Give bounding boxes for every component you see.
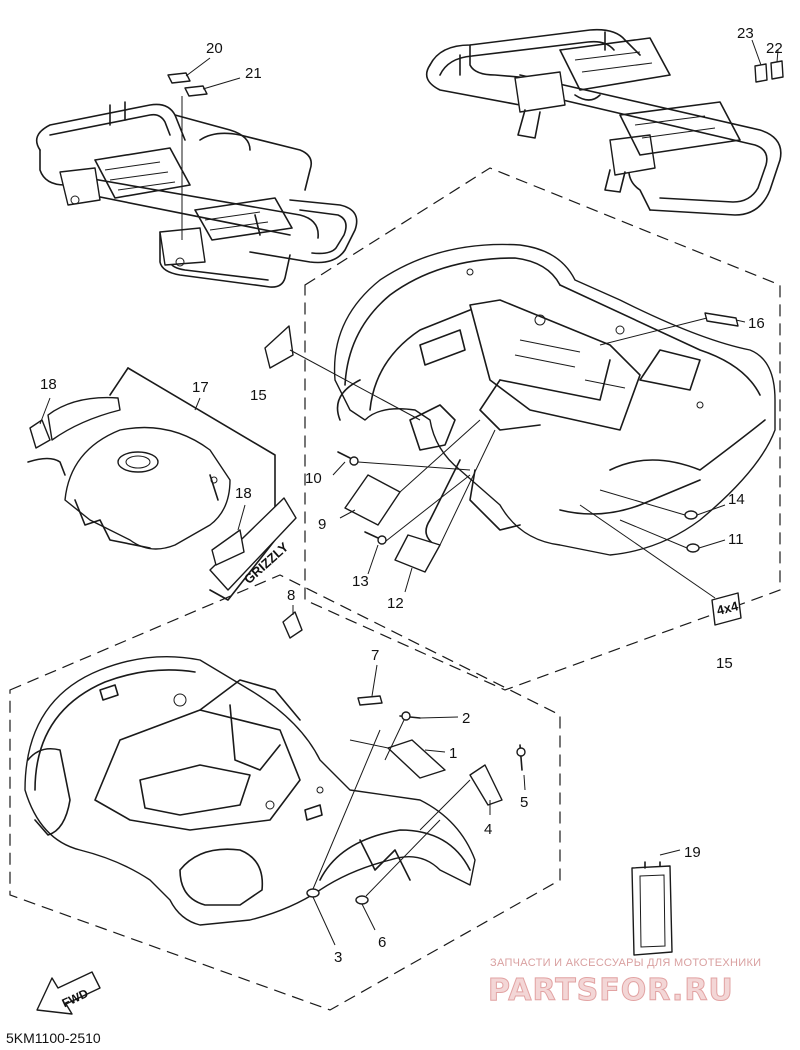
tag-19 (631, 861, 673, 956)
decal-20 (167, 72, 191, 84)
leader-18-right (237, 504, 246, 531)
leader-18-left (39, 397, 51, 425)
leader-11 (619, 519, 726, 549)
leader-12 (404, 429, 496, 593)
callout-16: 16 (748, 315, 765, 332)
callout-22: 22 (766, 40, 783, 57)
callout-13: 13 (352, 573, 369, 590)
callout-15-left: 15 (250, 387, 267, 404)
rivet-2 (399, 711, 421, 721)
rivet-5 (516, 744, 526, 771)
callout-17: 17 (192, 379, 209, 396)
decal-7 (357, 695, 383, 706)
callout-1: 1 (449, 745, 457, 762)
callout-18-right: 18 (235, 485, 252, 502)
rear-carrier (425, 28, 782, 216)
plate-9 (344, 474, 401, 526)
rear-fender (333, 243, 776, 556)
leader-1 (349, 739, 446, 753)
decal-4 (469, 764, 503, 806)
leader-16 (599, 317, 746, 346)
callout-8: 8 (287, 587, 295, 604)
front-fender-group-box (9, 574, 561, 1011)
leader-20 (185, 57, 211, 77)
fuel-tank-cover-outline (64, 426, 231, 550)
diagram-reference-code: 5KM1100-2510 (6, 1030, 101, 1046)
rear-fender-group-box (304, 167, 781, 691)
callout-9: 9 (318, 516, 326, 533)
leader-5 (523, 774, 526, 791)
decal-1 (387, 739, 446, 779)
decal-23 (754, 63, 768, 83)
front-carrier (35, 101, 358, 288)
bolt-13 (364, 531, 387, 545)
leader-23 (751, 39, 762, 66)
decal-8 (282, 611, 303, 639)
front-fender (24, 655, 476, 926)
leader-4 (419, 779, 491, 831)
decal-15-left (264, 325, 294, 369)
decal-18-left-strip (27, 396, 121, 476)
leader-15-left (289, 349, 421, 421)
leader-7 (371, 664, 378, 697)
callout-7: 7 (371, 647, 379, 664)
callout-15-right: 15 (716, 655, 733, 672)
grommet-14 (684, 510, 698, 520)
callout-21: 21 (245, 65, 262, 82)
decal-15-4x4: 4x4 (711, 592, 742, 626)
callout-12: 12 (387, 595, 404, 612)
fwd-arrow-icon: FWD (36, 971, 101, 1015)
decal-sheet-17 (64, 367, 276, 601)
callout-14: 14 (728, 491, 745, 508)
leader-9 (339, 419, 481, 519)
leader-10 (332, 461, 471, 476)
callout-3: 3 (334, 949, 342, 966)
watermark-caption: ЗАПЧАСТИ И АКСЕССУАРЫ ДЛЯ МОТОТЕХНИКИ (490, 957, 761, 969)
leader-19 (659, 849, 681, 856)
callout-18-left: 18 (40, 376, 57, 393)
decal-16 (704, 312, 739, 327)
leader-14 (599, 489, 726, 516)
callout-4: 4 (484, 821, 492, 838)
leader-15-right (579, 504, 716, 599)
callout-19: 19 (684, 844, 701, 861)
leader-13 (367, 474, 471, 575)
callout-20: 20 (206, 40, 223, 57)
callout-10: 10 (305, 470, 322, 487)
leader-21 (202, 77, 241, 90)
decal-22 (770, 60, 784, 80)
plate-12 (394, 534, 441, 573)
grommet-3 (306, 888, 320, 898)
leader-17 (194, 397, 201, 411)
callout-6: 6 (378, 934, 386, 951)
bolt-10 (337, 451, 359, 466)
callout-23: 23 (737, 25, 754, 42)
callout-5: 5 (520, 794, 528, 811)
grommet-6 (355, 895, 369, 905)
leader-6 (361, 819, 441, 931)
badge-4x4-text: 4x4 (715, 598, 740, 618)
leader-3 (312, 729, 381, 946)
grommet-11 (686, 543, 700, 553)
leader-22 (776, 49, 779, 63)
callout-11: 11 (728, 531, 744, 548)
decal-21 (184, 85, 208, 97)
watermark-brand: PARTSFOR.RU (488, 973, 734, 1008)
leader-2 (384, 716, 459, 761)
callout-2: 2 (462, 710, 470, 727)
